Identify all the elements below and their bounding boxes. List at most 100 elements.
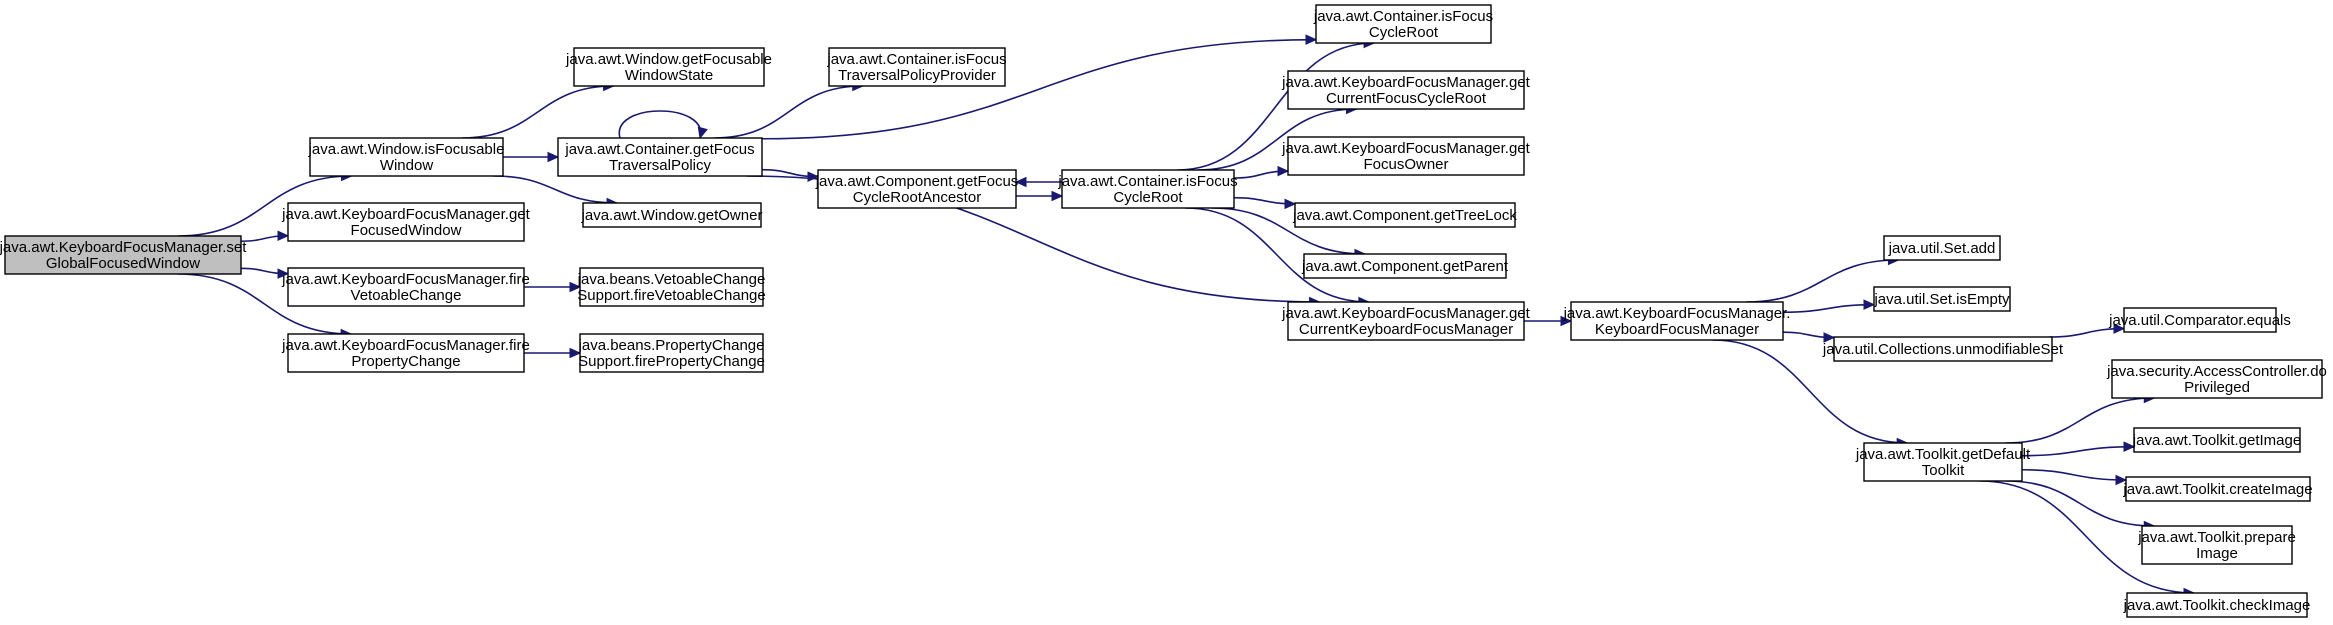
node-box[interactable] [557,137,763,177]
edge-arrowhead [569,347,582,359]
node-label: java.util.Collections.unmodifiableSet [1822,341,2064,358]
node-fireVetoableChange[interactable]: java.awt.KeyboardFocusManager.fireVetoab… [281,267,530,307]
edge-line [761,38,1317,140]
node-box[interactable] [817,169,1017,209]
edge-getFocusTraversalPolicy-to-isFocusCycleRootTop [761,34,1318,140]
node-box[interactable] [1061,169,1235,209]
edge-line [461,85,614,139]
node-label: java.util.Comparator.equals [2108,312,2291,329]
node-label: CurrentFocusCycleRoot [1326,90,1487,107]
node-box[interactable] [287,267,525,307]
node-doPrivileged[interactable]: java.security.AccessController.doPrivile… [2106,359,2327,399]
node-label: java.util.Set.isEmpty [1873,291,2010,308]
node-kfmCtor[interactable]: java.awt.KeyboardFocusManager.KeyboardFo… [1563,301,1791,341]
node-label: CycleRoot [1113,189,1183,206]
node-getFocusedWindow[interactable]: java.awt.KeyboardFocusManager.getFocused… [281,202,531,242]
node-box[interactable] [2111,359,2323,399]
edge-line [1185,207,1369,303]
node-box[interactable] [2126,592,2308,618]
node-propSupportFire[interactable]: java.beans.PropertyChangeSupport.firePro… [578,333,765,373]
node-setAdd[interactable]: java.util.Set.add [1883,235,2001,261]
node-box[interactable] [1287,70,1525,110]
node-getCurrentFocusCycleRoot[interactable]: java.awt.KeyboardFocusManager.getCurrent… [1281,70,1531,110]
node-label: java.awt.KeyboardFocusManager.get [281,206,530,223]
node-comparatorEquals[interactable]: java.util.Comparator.equals [2108,307,2291,333]
node-box[interactable] [579,333,764,373]
edge-line [2021,468,2127,481]
node-firePropertyChange[interactable]: java.awt.KeyboardFocusManager.fireProper… [281,333,530,373]
node-label: java.awt.Container.isFocus [1313,8,1493,25]
node-box[interactable] [1873,286,2011,312]
node-label: java.awt.Toolkit.checkImage [2123,597,2311,614]
node-box[interactable] [582,202,762,228]
node-box[interactable] [1303,253,1507,279]
edge-arrowhead [1823,332,1836,343]
node-box[interactable] [287,202,525,242]
node-getFocusCycleRootAncestor[interactable]: java.awt.Component.getFocusCycleRootAnce… [815,169,1019,209]
node-box[interactable] [2133,427,2301,453]
node-box[interactable] [828,47,1006,87]
edge-arrowhead [1560,315,1573,327]
edge-line [1712,339,1908,444]
node-getFocusOwner[interactable]: java.awt.KeyboardFocusManager.getFocusOw… [1281,136,1531,176]
node-isFocusTraversalPolicyProvider[interactable]: java.awt.Container.isFocusTraversalPolic… [826,47,1007,87]
node-box[interactable] [287,333,525,373]
node-box[interactable] [2123,307,2277,333]
edge-arrowhead [697,126,708,140]
node-box[interactable] [1294,202,1516,228]
node-checkImage[interactable]: java.awt.Toolkit.checkImage [2123,592,2311,618]
node-box[interactable] [2141,525,2293,565]
node-unmodifiableSet[interactable]: java.util.Collections.unmodifiableSet [1822,336,2064,362]
node-createImage[interactable]: java.awt.Toolkit.createImage [2122,476,2313,502]
node-setGlobalFocusedWindow[interactable]: java.awt.KeyboardFocusManager.setGlobalF… [0,235,247,275]
node-box[interactable] [4,235,242,275]
node-box[interactable] [579,267,764,307]
node-label: java.awt.Component.getParent [1301,258,1509,275]
node-box[interactable] [309,137,504,177]
node-box[interactable] [1287,301,1525,341]
node-label: java.awt.Toolkit.prepare [2137,529,2296,546]
node-box[interactable] [1833,336,2053,362]
node-label: Support.fireVetoableChange [577,287,765,304]
node-box[interactable] [1883,235,2001,261]
node-getParent[interactable]: java.awt.Component.getParent [1301,253,1509,279]
node-label: java.awt.KeyboardFocusManager.set [0,239,247,256]
nodes-layer: java.awt.KeyboardFocusManager.setGlobalF… [0,4,2327,618]
node-label: PropertyChange [351,353,460,370]
node-label: java.awt.Container.getFocus [564,141,754,158]
node-vetoSupportFire[interactable]: java.beans.VetoableChangeSupport.fireVet… [577,267,766,307]
node-label: java.awt.Toolkit.createImage [2122,481,2312,498]
node-getCurrentKFM[interactable]: java.awt.KeyboardFocusManager.getCurrent… [1281,301,1531,341]
node-getFocusTraversalPolicy[interactable]: java.awt.Container.getFocusTraversalPoli… [557,137,763,177]
node-label: Image [2196,545,2238,562]
edge-getDefaultToolkit-to-getImage [2021,441,2136,457]
node-label: VetoableChange [351,287,462,304]
node-label: CurrentKeyboardFocusManager [1299,321,1513,338]
edge-line [1211,207,1365,255]
node-box[interactable] [1570,301,1784,341]
node-getImage[interactable]: java.awt.Toolkit.getImage [2132,427,2301,453]
node-box[interactable] [573,47,765,87]
node-label: CycleRoot [1369,24,1439,41]
node-box[interactable] [1863,442,2023,482]
node-label: Support.firePropertyChange [578,353,765,370]
node-getOwner[interactable]: java.awt.Window.getOwner [581,202,763,228]
edge-line [177,175,352,237]
edge-arrowhead [1051,190,1064,202]
edge-setGlobalFocusedWindow-to-fireVetoableChange [240,267,290,279]
node-setIsEmpty[interactable]: java.util.Set.isEmpty [1873,286,2011,312]
node-label: TraversalPolicyProvider [838,67,996,84]
node-box[interactable] [2125,476,2311,502]
node-box[interactable] [1315,4,1492,44]
node-box[interactable] [1287,136,1525,176]
node-getTreeLock[interactable]: java.awt.Component.getTreeLock [1292,202,1517,228]
node-label: java.awt.Window.getOwner [581,207,763,224]
edge-arrowhead [1284,198,1297,210]
